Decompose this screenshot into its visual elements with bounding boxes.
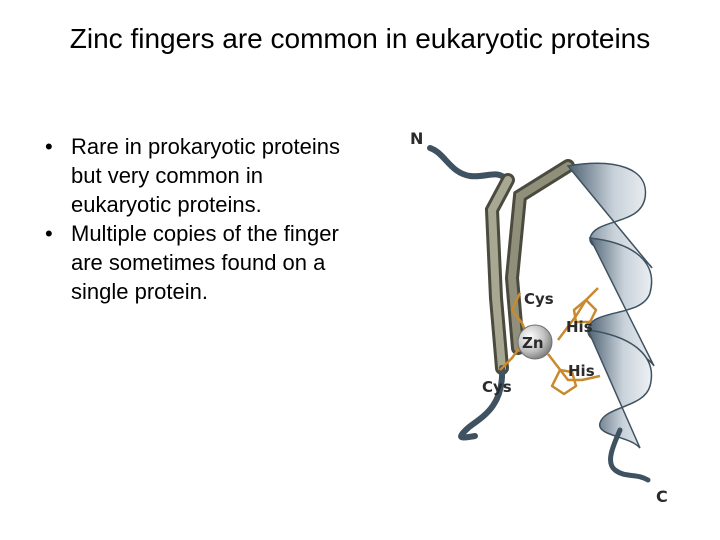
hairpin-loop — [458, 365, 506, 441]
c-terminus-label: C — [656, 487, 668, 506]
slide-title: Zinc fingers are common in eukaryotic pr… — [69, 23, 651, 54]
zinc-ion — [517, 324, 553, 360]
n-terminal-coil — [427, 145, 508, 181]
bullet-item: Multiple copies of the finger are someti… — [35, 219, 355, 306]
zinc-finger-figure: N C Cys His Zn His Cys — [410, 129, 668, 506]
his-top-sidechain — [557, 287, 599, 341]
bullet-item: Rare in prokaryotic proteins but very co… — [35, 132, 355, 219]
his-bottom-sidechain — [547, 353, 601, 396]
n-terminus-label: N — [410, 129, 423, 148]
c-terminal-coil — [608, 427, 651, 483]
beta-strand-outer-face — [487, 176, 512, 372]
his-top-label: His — [566, 318, 593, 336]
cys-bottom-label: Cys — [482, 378, 512, 396]
cys-top-label: Cys — [524, 290, 554, 308]
bullet-list: Rare in prokaryotic proteins but very co… — [35, 132, 355, 306]
zinc-label: Zn — [522, 334, 544, 352]
his-bottom-label: His — [568, 362, 595, 380]
